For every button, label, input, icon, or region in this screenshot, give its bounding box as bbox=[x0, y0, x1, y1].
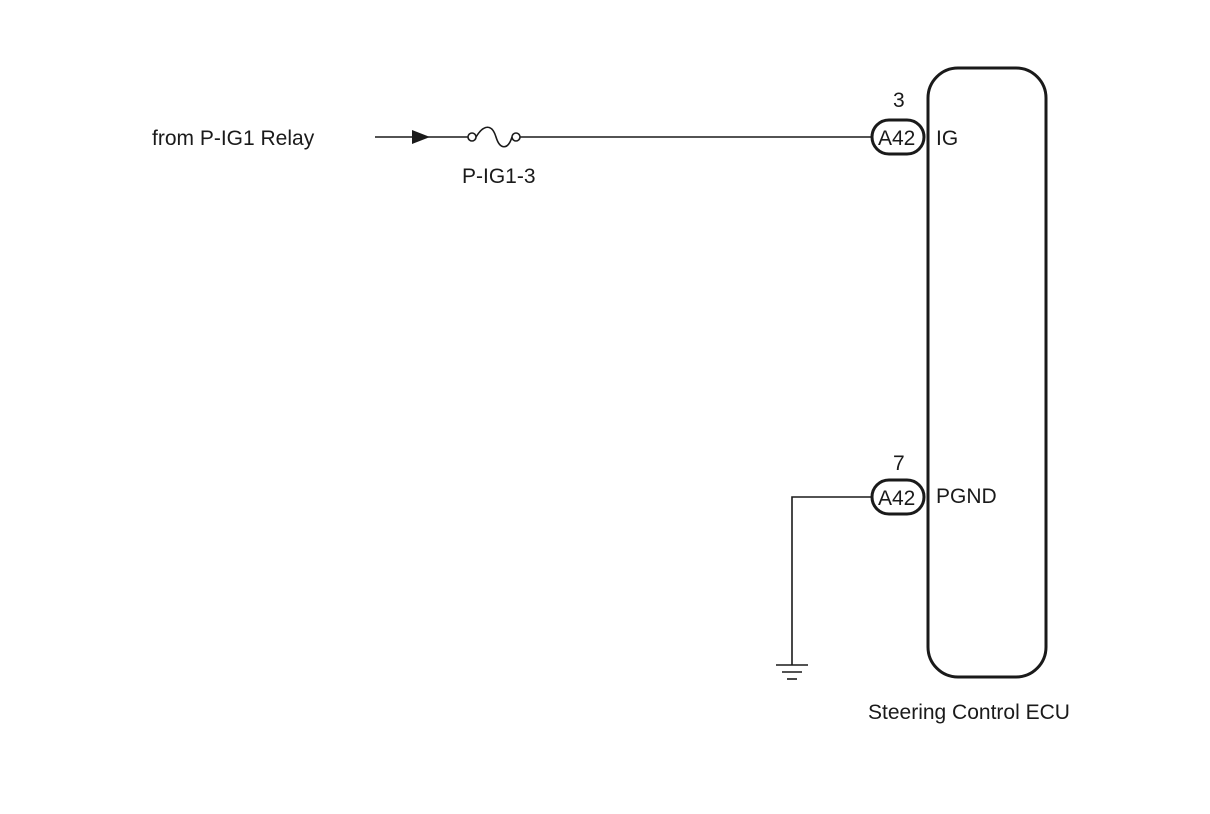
ecu-box bbox=[926, 66, 1048, 679]
arrow-icon bbox=[412, 130, 430, 144]
ecu-label: Steering Control ECU bbox=[868, 701, 1070, 724]
connector-label-ig: A42 bbox=[878, 127, 915, 150]
ground-icon bbox=[776, 664, 808, 680]
fuse-label: P-IG1-3 bbox=[462, 165, 536, 188]
fuse-icon bbox=[467, 126, 521, 148]
connector-badge-ig bbox=[870, 118, 926, 156]
terminal-label-ig: IG bbox=[936, 127, 958, 150]
pin-number-ig: 3 bbox=[893, 89, 905, 112]
ground-wire bbox=[791, 496, 872, 665]
terminal-label-pgnd: PGND bbox=[936, 485, 997, 508]
pin-number-pgnd: 7 bbox=[893, 452, 905, 475]
connector-label-pgnd: A42 bbox=[878, 487, 915, 510]
source-label: from P-IG1 Relay bbox=[152, 127, 315, 150]
